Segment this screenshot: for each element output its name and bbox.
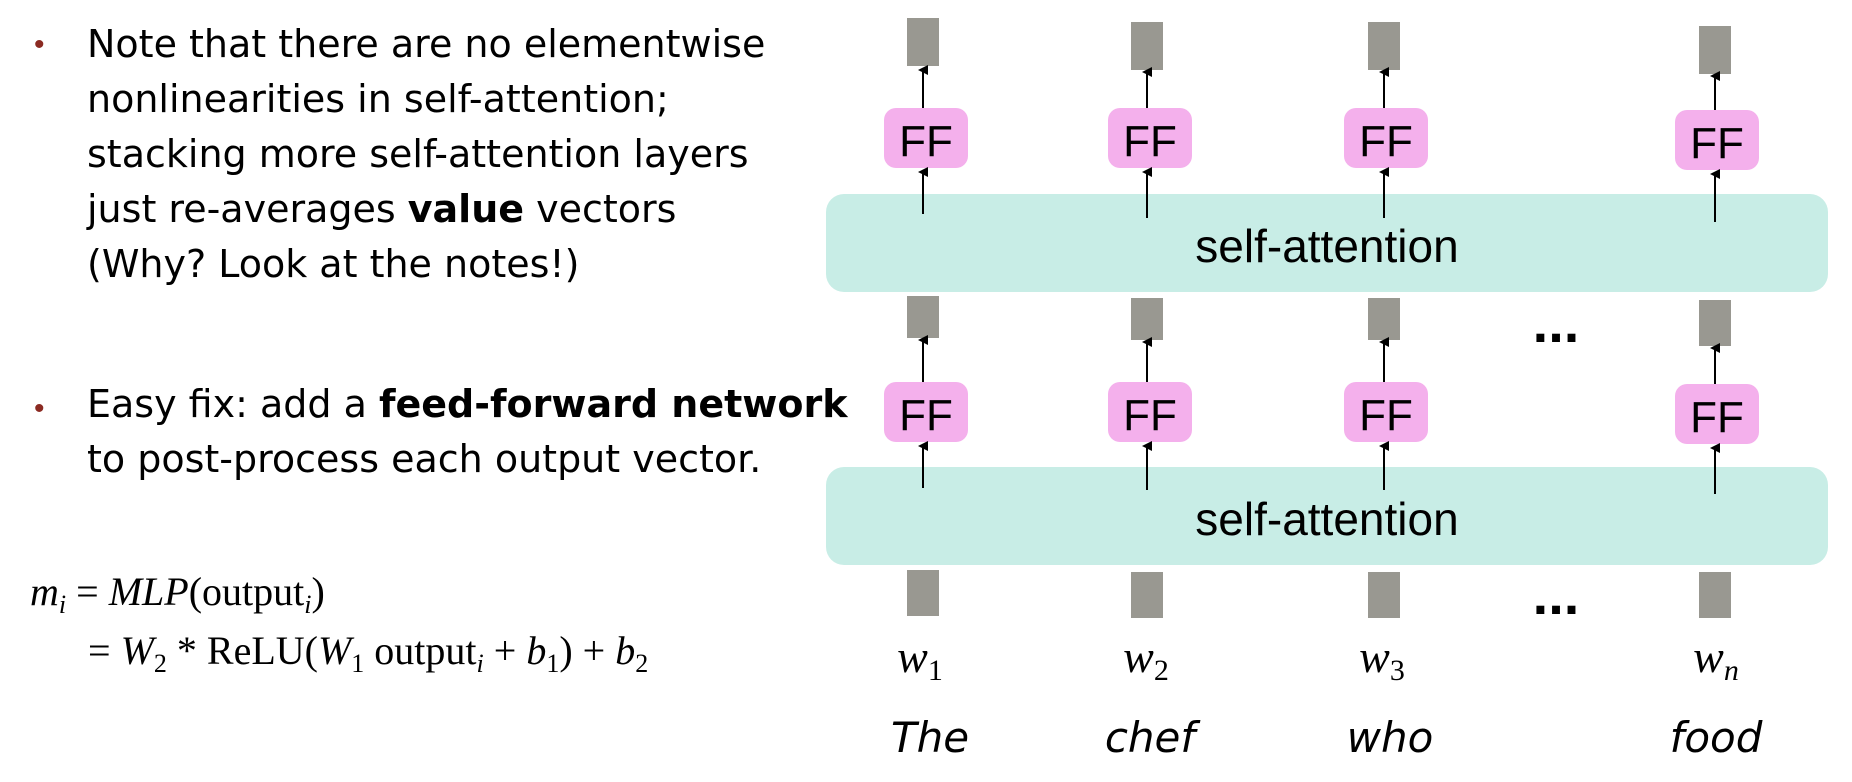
self-attention-label-top: self-attention [1195, 220, 1458, 272]
vector-top-4 [1699, 26, 1731, 74]
vector-input-2 [1131, 572, 1163, 618]
bullet-text-2: Easy fix: add a feed-forward network to … [87, 377, 848, 487]
self-attention-label-bottom: self-attention [1195, 493, 1458, 545]
bullet-marker-2: • [34, 392, 45, 425]
ff-block-bottom-2 [1108, 382, 1192, 442]
bullet-1-line-4: just re-averages value vectors [87, 187, 677, 231]
vector-top-3 [1368, 22, 1400, 70]
w-label-3: w3 [1359, 631, 1405, 687]
vector-mid-2 [1131, 298, 1163, 340]
w-label-n: wn [1693, 631, 1739, 687]
ff-label-top-2: FF [1123, 117, 1177, 166]
word-chef: chef [1105, 713, 1202, 762]
ff-block-top-1 [884, 108, 968, 168]
ff-block-bottom-1 [884, 382, 968, 442]
text-panel: • Note that there are no elementwise non… [0, 0, 848, 782]
ff-label-top-4: FF [1690, 119, 1744, 168]
ff-label-bottom-1: FF [899, 391, 953, 440]
bullet-1-line-1: Note that there are no elementwise [87, 22, 766, 66]
vector-top-2 [1131, 22, 1163, 70]
bullet-2-line-1: Easy fix: add a feed-forward network [87, 382, 848, 426]
ff-block-bottom-4 [1675, 384, 1759, 444]
bold-ffn: feed-forward network [378, 382, 848, 426]
bold-value: value [407, 187, 525, 231]
bullet-2-line-2: to post-process each output vector. [87, 437, 762, 481]
ff-block-top-2 [1108, 108, 1192, 168]
bullet-marker-1: • [34, 28, 45, 61]
word-the: The [891, 713, 969, 762]
ff-label-bottom-4: FF [1690, 393, 1744, 442]
vector-input-3 [1368, 572, 1400, 618]
word-food: food [1670, 713, 1763, 762]
vector-top-1 [907, 18, 939, 66]
ff-label-top-1: FF [899, 117, 953, 166]
vector-mid-3 [1368, 298, 1400, 340]
bullet-1-line-2: nonlinearities in self-attention; [87, 77, 669, 121]
ellipsis-mid: ... [1533, 291, 1580, 354]
ff-block-top-4 [1675, 110, 1759, 170]
ff-block-top-3 [1344, 108, 1428, 168]
equation-line-1: mi = MLP(outputi) [30, 569, 325, 619]
bullet-1-line-3: stacking more self-attention layers [87, 132, 749, 176]
word-who: who [1347, 713, 1434, 762]
vector-mid-4 [1699, 300, 1731, 346]
vector-mid-1 [907, 296, 939, 338]
vector-input-1 [907, 570, 939, 616]
self-attention-layer-top [826, 194, 1828, 292]
ellipsis-input: ... [1533, 563, 1580, 626]
ff-label-bottom-2: FF [1123, 391, 1177, 440]
w-label-2: w2 [1123, 631, 1169, 687]
ff-block-bottom-3 [1344, 382, 1428, 442]
w-label-1: w1 [897, 631, 943, 687]
bullet-text-1: Note that there are no elementwise nonli… [87, 17, 765, 292]
ff-label-top-3: FF [1359, 117, 1413, 166]
ff-label-bottom-3: FF [1359, 391, 1413, 440]
bullet-1-line-5: (Why? Look at the notes!) [87, 242, 580, 286]
self-attention-layer-bottom [826, 467, 1828, 565]
equation-line-2: = W2 * ReLU(W1 outputi + b1) + b2 [88, 628, 649, 678]
vector-input-4 [1699, 572, 1731, 618]
